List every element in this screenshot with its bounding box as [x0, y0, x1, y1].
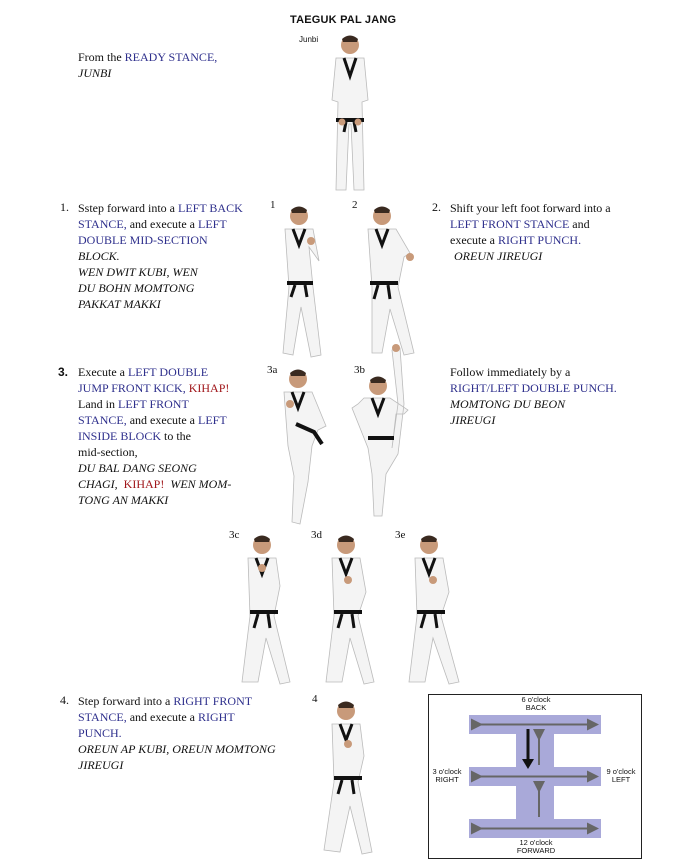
figure-step3c-inside-block	[241, 535, 291, 685]
figure-step3b-front-kick	[351, 344, 409, 517]
step3-l6: mid-section,	[78, 445, 138, 459]
step3-kihap-1: KIHAP!	[188, 381, 230, 395]
step1-l2a: STANCE,	[78, 217, 127, 231]
figure-junbi-ready-stance	[331, 35, 369, 191]
photo-label-3c: 3c	[229, 529, 240, 541]
step2-text: Shift your left foot forward into a LEFT…	[450, 200, 650, 264]
step3-l4c: LEFT	[198, 413, 227, 427]
step3-l2a: JUMP FRONT KICK,	[78, 381, 189, 395]
step3b-l3: MOMTONG DU BEON	[450, 397, 566, 411]
figure-step3d-punch	[325, 535, 375, 685]
step3-l1a: Execute a	[78, 365, 128, 379]
diagram-top-line2: BACK	[525, 703, 547, 712]
diagram-right-label: 9 o'clock LEFT	[601, 768, 641, 784]
step1-text: Sstep forward into a LEFT BACK STANCE, a…	[78, 200, 268, 312]
step3-l3a: Land in	[78, 397, 118, 411]
step4-text: Step forward into a RIGHT FRONT STANCE, …	[78, 693, 298, 773]
diagram-bottom-line1: 12 o'clock	[519, 838, 553, 847]
step4-l4: OREUN AP KUBI, OREUN MOMTONG	[78, 742, 276, 756]
step3b-l1: Follow immediately by a	[450, 365, 571, 379]
step4-l5: JIREUGI	[78, 758, 124, 772]
step2-l3a: execute a	[450, 233, 498, 247]
photo-label-3d: 3d	[311, 529, 322, 541]
step1-l2b: and execute a	[126, 217, 199, 231]
diagram-black-arrowhead	[522, 759, 534, 769]
step1-l1b: LEFT BACK	[177, 201, 243, 215]
direction-diagram: 6 o'clock BACK 3 o'clock RIGHT 9 o'clock…	[428, 694, 642, 859]
step3-l9: TONG AN MAKKI	[78, 493, 169, 507]
step1-l2c: LEFT	[198, 217, 227, 231]
figure-step3e-punch	[408, 535, 460, 685]
photo-label-4: 4	[312, 693, 318, 705]
diagram-left-label: 3 o'clock RIGHT	[429, 768, 465, 784]
diagram-left-line1: 3 o'clock	[432, 767, 462, 776]
step2-l4: OREUN JIREUGI	[454, 249, 543, 263]
step2-number: 2.	[432, 200, 441, 214]
figure-step4-right-punch	[323, 701, 373, 855]
diagram-bottom-line2: FORWARD	[516, 846, 556, 855]
diagram-right-line1: 9 o'clock	[606, 767, 636, 776]
step2-l1: Shift your left foot forward into a	[450, 201, 611, 215]
figure-step1-back-stance	[282, 206, 322, 358]
figure-step3a-jump-kick-prep	[283, 369, 327, 525]
step1-l5: WEN DWIT KUBI, WEN	[78, 265, 198, 279]
step3b-l4: JIREUGI	[450, 413, 496, 427]
step4-l2c: RIGHT	[198, 710, 235, 724]
diagram-top-label: 6 o'clock BACK	[506, 696, 566, 712]
photo-label-3e: 3e	[395, 529, 406, 541]
junbi-caption: Junbi	[299, 35, 319, 44]
photo-label-3b: 3b	[354, 364, 365, 376]
step2-l2a: LEFT FRONT STANCE	[450, 217, 570, 231]
intro-prefix: From the	[78, 50, 125, 64]
step3-kihap-2: KIHAP!	[123, 477, 165, 491]
step3-l7: DU BAL DANG SEONG	[78, 461, 197, 475]
step4-l1a: Step forward into a	[78, 694, 174, 708]
step3-l5a: INSIDE BLOCK	[78, 429, 161, 443]
figure-step2-front-stance	[367, 206, 415, 356]
step1-number: 1.	[60, 200, 69, 214]
photo-label-2: 2	[352, 199, 358, 211]
step3-text: Execute a LEFT DOUBLE JUMP FRONT KICK, K…	[78, 364, 268, 508]
step2-l2b: and	[569, 217, 590, 231]
step3-l4a: STANCE,	[78, 413, 127, 427]
step4-l2a: STANCE,	[78, 710, 127, 724]
diagram-paths	[469, 715, 601, 838]
step3-number: 3.	[58, 365, 69, 379]
step1-l6: DU BOHN MOMTONG	[78, 281, 195, 295]
step3-l8a: CHAGI,	[78, 477, 124, 491]
diagram-top-line1: 6 o'clock	[521, 695, 551, 704]
page-title: TAEGUK PAL JANG	[290, 14, 397, 26]
diagram-left-line2: RIGHT	[435, 775, 459, 784]
step3-l4b: and execute a	[126, 413, 199, 427]
step3-l1b: LEFT DOUBLE	[127, 365, 209, 379]
step3-followup-text: Follow immediately by a RIGHT/LEFT DOUBL…	[450, 364, 650, 428]
photo-label-3a: 3a	[267, 364, 278, 376]
step4-l2b: and execute a	[126, 710, 199, 724]
intro-korean: JUNBI	[78, 66, 112, 80]
step3b-l2: RIGHT/LEFT DOUBLE PUNCH.	[450, 381, 617, 395]
step3-l3b: LEFT FRONT	[118, 397, 189, 411]
photo-label-1: 1	[270, 199, 276, 211]
step3-l5b: to the	[161, 429, 191, 443]
step1-l1a: Sstep forward into a	[78, 201, 178, 215]
step4-l3: PUNCH.	[78, 726, 122, 740]
intro-stance: READY STANCE,	[124, 50, 218, 64]
step4-l1b: RIGHT FRONT	[173, 694, 253, 708]
step1-l4: BLOCK.	[78, 249, 120, 263]
step1-l7: PAKKAT MAKKI	[78, 297, 161, 311]
step2-l3b: RIGHT PUNCH.	[497, 233, 582, 247]
diagram-right-line2: LEFT	[611, 775, 631, 784]
diagram-bottom-label: 12 o'clock FORWARD	[501, 839, 571, 855]
step3-l8c: WEN MOM-	[164, 477, 232, 491]
step4-number: 4.	[60, 693, 69, 707]
step1-l3: DOUBLE MID-SECTION	[78, 233, 208, 247]
intro-text: From the READY STANCE, JUNBI	[78, 49, 217, 81]
